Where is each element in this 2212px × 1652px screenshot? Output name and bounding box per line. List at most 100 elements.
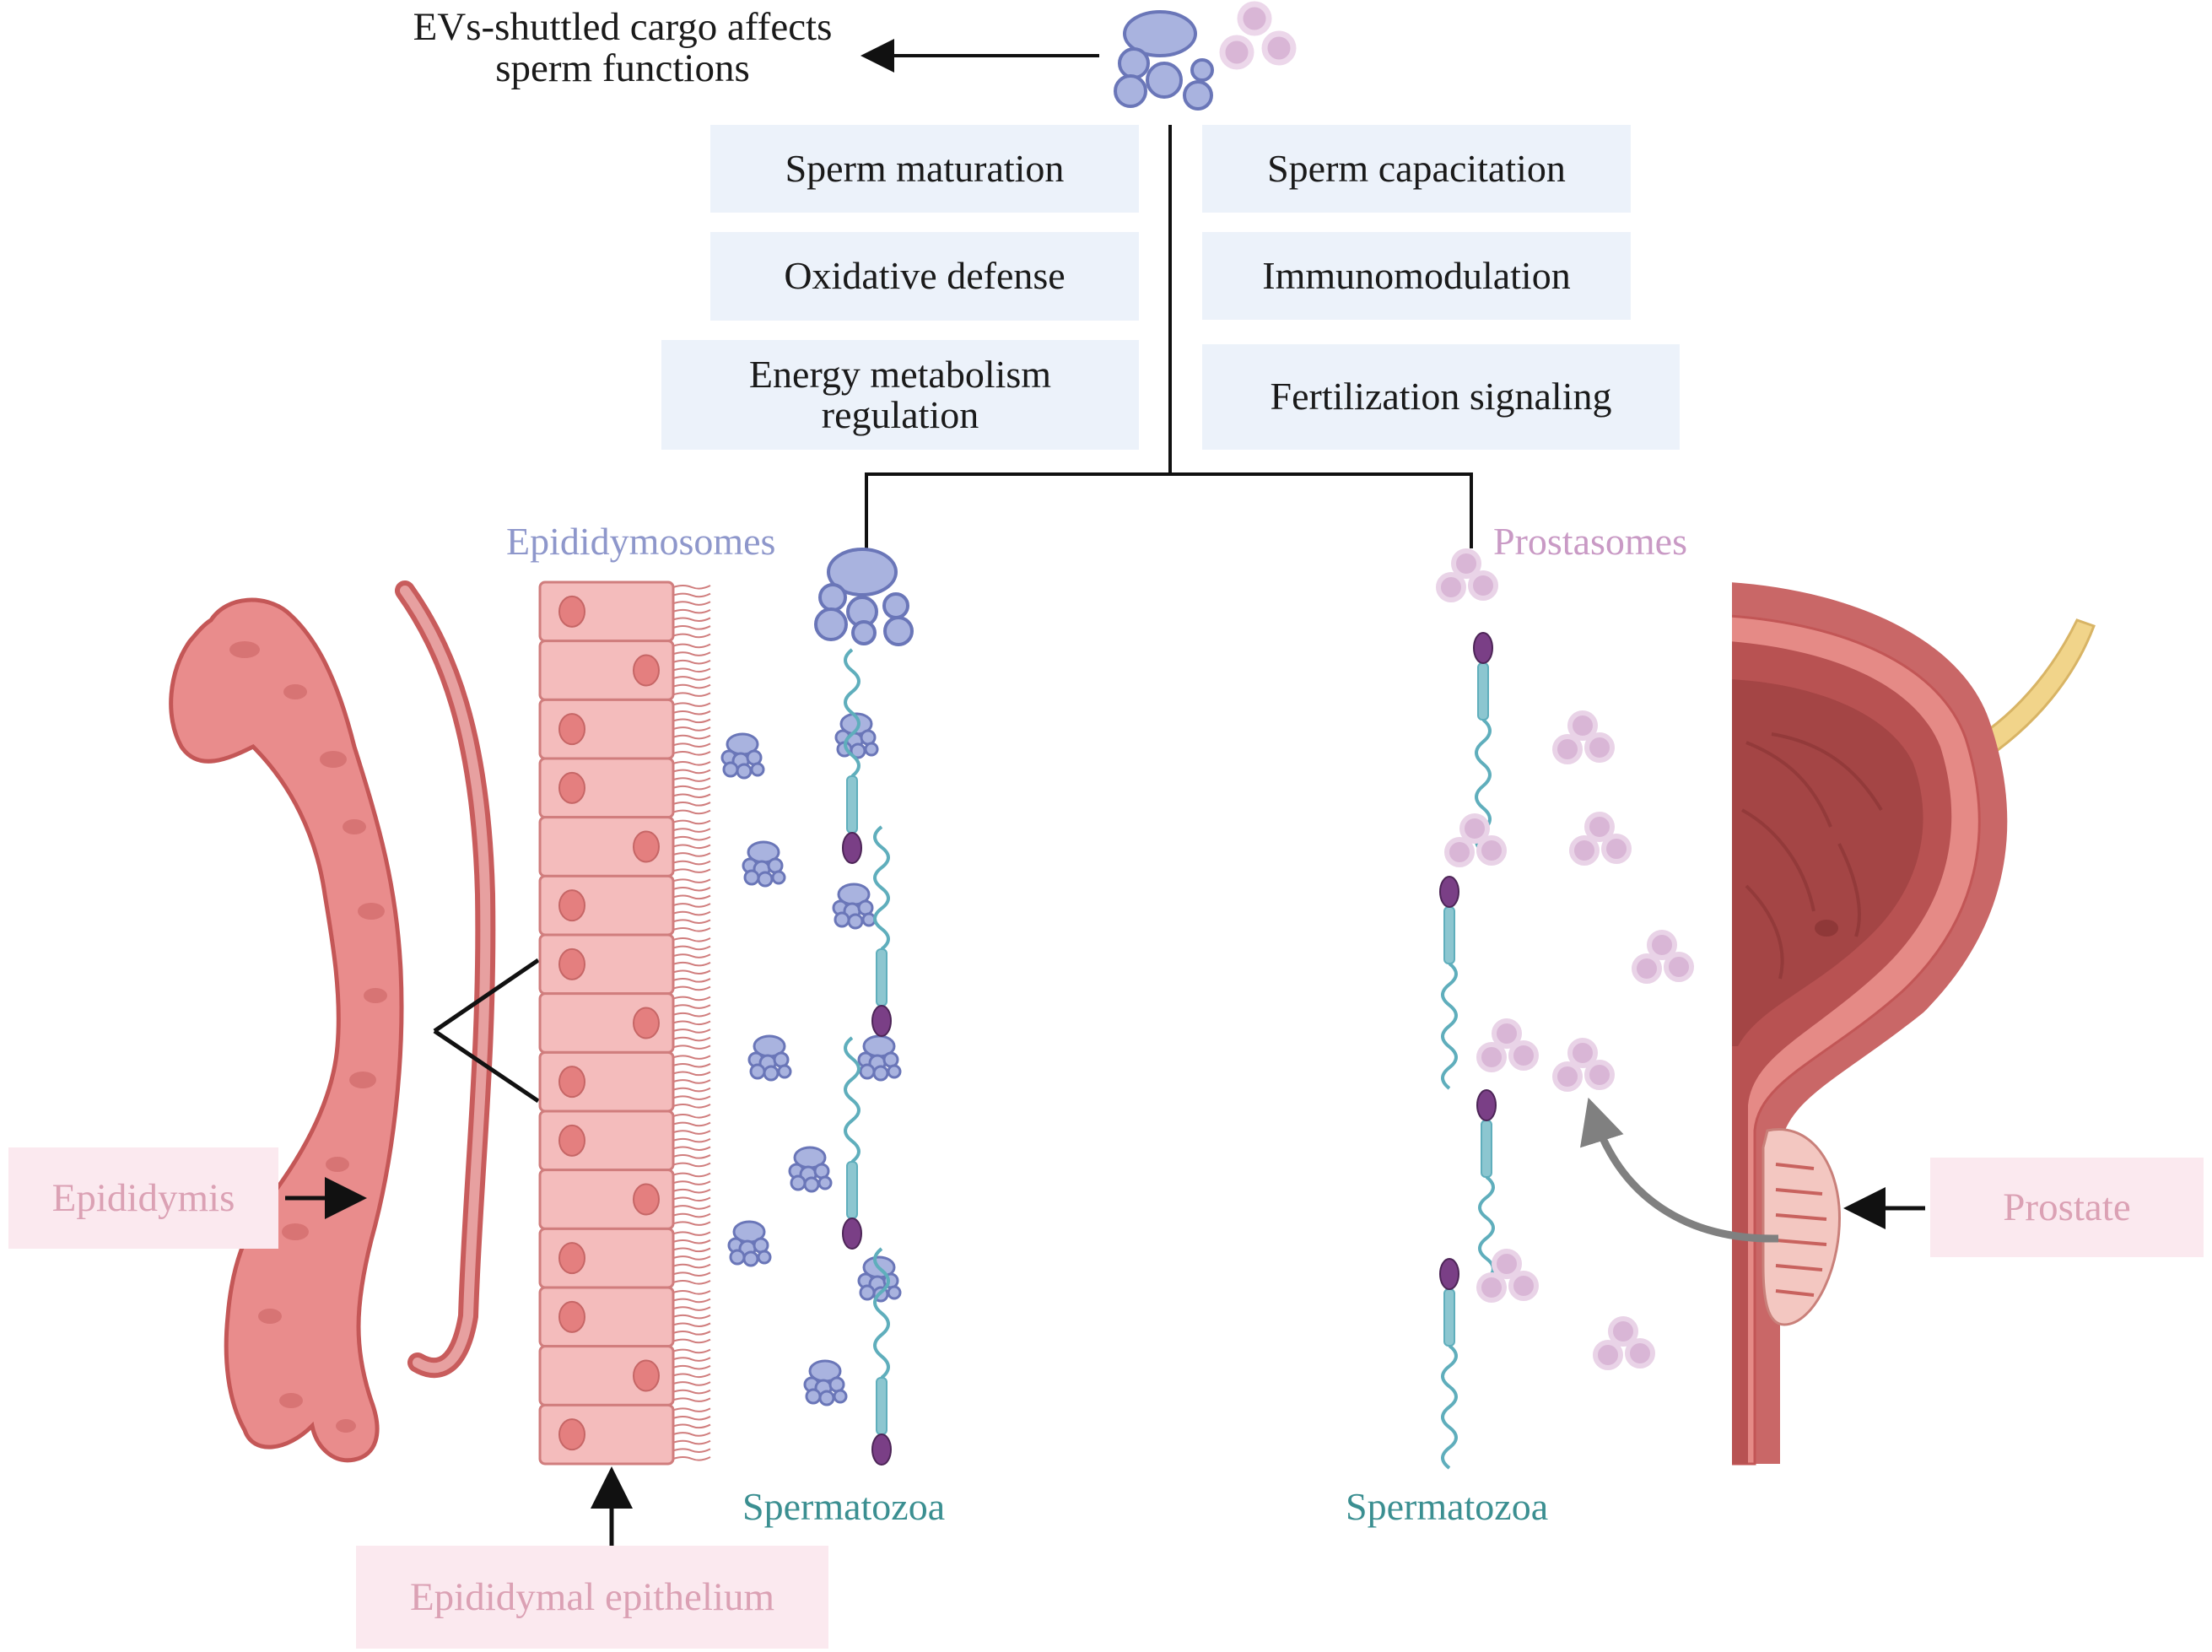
- epididymosome-cluster-icon: [832, 883, 877, 930]
- function-box-fertilization-signaling: Fertilization signaling: [1202, 344, 1680, 450]
- cilium: [672, 1146, 711, 1152]
- cilium: [672, 734, 711, 740]
- epididymis-organ: [169, 580, 496, 1463]
- cell-nucleus: [558, 1066, 585, 1099]
- cell-nucleus: [558, 1242, 585, 1275]
- cilium: [672, 1423, 711, 1429]
- cilium: [672, 761, 711, 766]
- cell-nucleus: [558, 947, 585, 980]
- cilium: [672, 1154, 711, 1159]
- prostasome-cluster-icon: [1632, 930, 1694, 984]
- cilium: [672, 894, 711, 900]
- sperm-cell: [871, 1247, 892, 1466]
- cilium: [672, 643, 711, 649]
- sperm-cell: [871, 825, 892, 1037]
- header-caption-line1: EVs-shuttled cargo affects: [413, 5, 833, 49]
- sperm-cell: [1476, 1089, 1497, 1301]
- epididymis-label-box: Epididymis: [8, 1147, 278, 1249]
- cilium: [672, 1004, 711, 1009]
- prostasome-cluster-icon: [1436, 548, 1498, 602]
- cilium: [672, 617, 711, 623]
- cilium: [672, 1114, 711, 1119]
- cilium: [672, 1247, 711, 1253]
- cilium: [672, 809, 711, 815]
- prostasome-cluster-icon: [1552, 1038, 1615, 1092]
- epididymosome-cluster-icon: [720, 732, 765, 780]
- cilium: [672, 978, 711, 983]
- connector-tree: [865, 125, 1473, 548]
- cilium: [672, 1381, 711, 1386]
- header-caption-line2: sperm functions: [495, 46, 750, 91]
- cilium: [672, 868, 711, 873]
- cilium: [672, 1104, 711, 1109]
- function-box-sperm-capacitation: Sperm capacitation: [1202, 125, 1631, 213]
- sperm-cell: [1439, 876, 1459, 1090]
- cilium: [672, 1364, 711, 1370]
- function-label: Immunomodulation: [1262, 253, 1571, 297]
- cell-nucleus: [558, 713, 585, 746]
- epididymosome-cluster-icon: [788, 1146, 833, 1193]
- cell-nucleus: [633, 1359, 660, 1392]
- function-box-energy-metabolism: Energy metabolism regulation: [661, 340, 1139, 450]
- epididymosome-cluster-icon: [727, 1220, 772, 1267]
- epididymosome-cluster-icon: [747, 1034, 792, 1082]
- epididymosome-cluster-icon: [742, 840, 786, 888]
- prostate-label: Prostate: [2003, 1185, 2131, 1229]
- cilium: [672, 751, 711, 756]
- spermatozoa-left: [842, 648, 892, 1466]
- cilium: [672, 860, 711, 866]
- header-caption: EVs-shuttled cargo affects sperm functio…: [370, 5, 876, 91]
- function-box-oxidative-defense: Oxidative defense: [710, 232, 1139, 321]
- cilium: [672, 601, 711, 606]
- cilium: [672, 785, 711, 791]
- cilium: [672, 1298, 711, 1304]
- cilium: [672, 1263, 711, 1269]
- prostasome-cluster-icon: [1552, 710, 1615, 764]
- cilium: [672, 1188, 711, 1194]
- cilium: [672, 702, 711, 707]
- cell-nucleus: [558, 595, 585, 628]
- cell-nucleus: [633, 1007, 660, 1039]
- cilium: [672, 1012, 711, 1018]
- cilium: [672, 1212, 711, 1218]
- cilium: [672, 1172, 711, 1178]
- cilium: [672, 718, 711, 724]
- cilium: [672, 1432, 711, 1437]
- cilium: [672, 710, 711, 715]
- cilium: [672, 996, 711, 1001]
- top-ev-cluster-icon: [1114, 1, 1297, 111]
- epididymosome-clusters: [720, 712, 902, 1406]
- cilium: [672, 742, 711, 748]
- cilium: [672, 1196, 711, 1202]
- bladder-prostate-organ: [1725, 582, 2096, 1468]
- cilium: [672, 1087, 711, 1093]
- epididymosomes-label: Epididymosomes: [506, 520, 776, 563]
- epididymosome-cluster-icon: [857, 1034, 902, 1082]
- spermatozoa-right-label: Spermatozoa: [1346, 1485, 1549, 1528]
- cilium: [672, 659, 711, 665]
- cell-nucleus: [633, 654, 660, 687]
- cilium: [672, 683, 711, 689]
- cilium: [672, 608, 711, 614]
- sperm-cell: [1473, 632, 1493, 854]
- cilium: [672, 927, 711, 932]
- cilium: [672, 1331, 711, 1336]
- cilium: [672, 1205, 711, 1210]
- zoom-lines: [433, 958, 540, 1104]
- cilium: [672, 1079, 711, 1084]
- cell-nucleus: [558, 1124, 585, 1157]
- cilium: [672, 1180, 711, 1185]
- cilium: [672, 802, 711, 807]
- epididymosome-cluster-icon: [803, 1359, 848, 1406]
- spermatozoa-left-label: Spermatozoa: [742, 1485, 946, 1528]
- cilium: [672, 1055, 711, 1060]
- cilium: [672, 878, 711, 883]
- cilium: [672, 1162, 711, 1168]
- cilium: [672, 1348, 711, 1354]
- function-label: Sperm maturation: [785, 146, 1065, 190]
- prostasomes-label: Prostasomes: [1493, 520, 1687, 563]
- cilium: [672, 1271, 711, 1277]
- prostasome-clusters: [1436, 548, 1694, 1370]
